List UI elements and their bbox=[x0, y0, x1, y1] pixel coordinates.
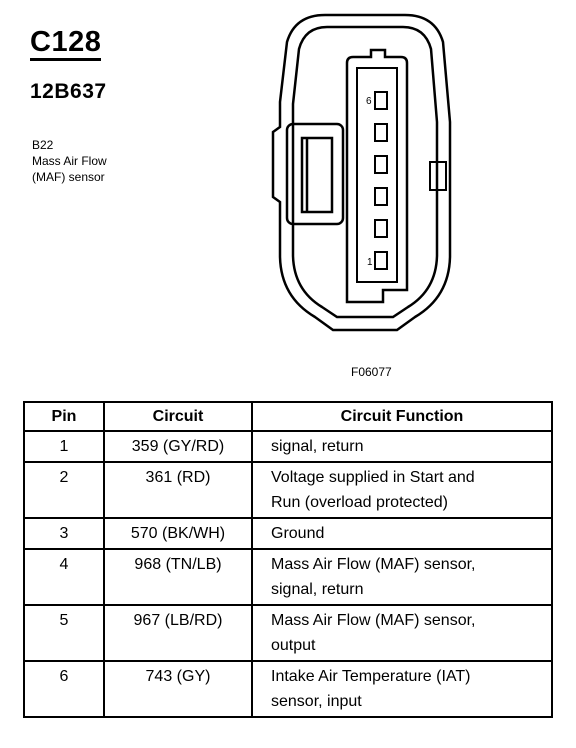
table-row: 1 359 (GY/RD) signal, return bbox=[23, 430, 553, 463]
function-cell: Ground bbox=[251, 517, 553, 550]
function-line: Ground bbox=[271, 525, 325, 542]
function-line: Intake Air Temperature (IAT) bbox=[271, 668, 471, 685]
description-line: (MAF) sensor bbox=[32, 170, 105, 184]
pin-cell: 3 bbox=[23, 517, 105, 550]
function-line: Voltage supplied in Start and bbox=[271, 469, 475, 486]
function-line: signal, return bbox=[271, 581, 364, 598]
function-line: signal, return bbox=[271, 438, 364, 455]
description-line: B22 bbox=[32, 138, 54, 152]
function-cell: Intake Air Temperature (IAT) sensor, inp… bbox=[251, 660, 553, 718]
table-row: 3 570 (BK/WH) Ground bbox=[23, 517, 553, 550]
circuit-cell: 967 (LB/RD) bbox=[103, 604, 253, 662]
pin-cell: 4 bbox=[23, 548, 105, 606]
table-header-row: Pin Circuit Circuit Function bbox=[23, 401, 553, 432]
pin-number-top: 6 bbox=[366, 96, 372, 107]
function-line: Mass Air Flow (MAF) sensor, bbox=[271, 612, 476, 629]
function-cell: Voltage supplied in Start and Run (overl… bbox=[251, 461, 553, 519]
pin-cell: 1 bbox=[23, 430, 105, 463]
connector-description: B22 Mass Air Flow (MAF) sensor bbox=[32, 137, 107, 185]
pin-table: Pin Circuit Circuit Function 1 359 (GY/R… bbox=[23, 401, 553, 718]
circuit-cell: 968 (TN/LB) bbox=[103, 548, 253, 606]
column-header-pin: Pin bbox=[23, 401, 105, 432]
connector-face-diagram: 6 1 bbox=[271, 13, 452, 332]
table-row: 4 968 (TN/LB) Mass Air Flow (MAF) sensor… bbox=[23, 548, 553, 606]
part-number: 12B637 bbox=[30, 80, 107, 103]
function-cell: Mass Air Flow (MAF) sensor, output bbox=[251, 604, 553, 662]
circuit-cell: 361 (RD) bbox=[103, 461, 253, 519]
circuit-cell: 359 (GY/RD) bbox=[103, 430, 253, 463]
pin-number-bottom: 1 bbox=[367, 257, 373, 268]
function-line: Run (overload protected) bbox=[271, 494, 448, 511]
function-line: output bbox=[271, 637, 316, 654]
connector-id: C128 bbox=[30, 28, 102, 61]
table-row: 6 743 (GY) Intake Air Temperature (IAT) … bbox=[23, 660, 553, 718]
circuit-cell: 570 (BK/WH) bbox=[103, 517, 253, 550]
column-header-circuit: Circuit bbox=[103, 401, 253, 432]
column-header-function: Circuit Function bbox=[251, 401, 553, 432]
pin-cell: 2 bbox=[23, 461, 105, 519]
figure-id: F06077 bbox=[351, 365, 392, 379]
function-cell: Mass Air Flow (MAF) sensor, signal, retu… bbox=[251, 548, 553, 606]
function-line: sensor, input bbox=[271, 693, 362, 710]
pin-cell: 6 bbox=[23, 660, 105, 718]
pin-cell: 5 bbox=[23, 604, 105, 662]
function-cell: signal, return bbox=[251, 430, 553, 463]
function-line: Mass Air Flow (MAF) sensor, bbox=[271, 556, 476, 573]
table-row: 5 967 (LB/RD) Mass Air Flow (MAF) sensor… bbox=[23, 604, 553, 662]
table-row: 2 361 (RD) Voltage supplied in Start and… bbox=[23, 461, 553, 519]
circuit-cell: 743 (GY) bbox=[103, 660, 253, 718]
description-line: Mass Air Flow bbox=[32, 154, 107, 168]
